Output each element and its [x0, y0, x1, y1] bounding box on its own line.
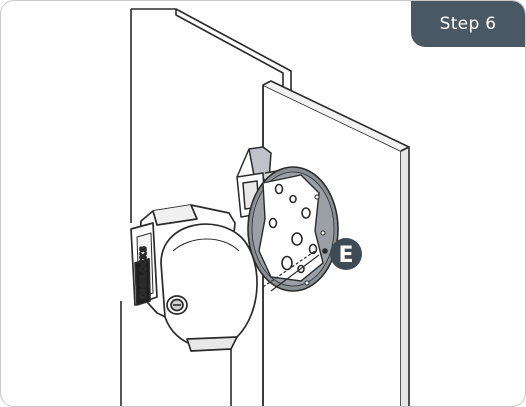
lock-brand-text: DIGILOCKS [139, 246, 148, 299]
callout-e: E [330, 238, 362, 270]
callout-label: E [338, 243, 353, 268]
lock-body: DIGILOCKS [130, 204, 258, 352]
step-badge-label: Step 6 [439, 14, 497, 34]
mounting-plate [247, 166, 339, 292]
guide-line [262, 248, 328, 292]
step-badge: Step 6 [411, 1, 525, 47]
